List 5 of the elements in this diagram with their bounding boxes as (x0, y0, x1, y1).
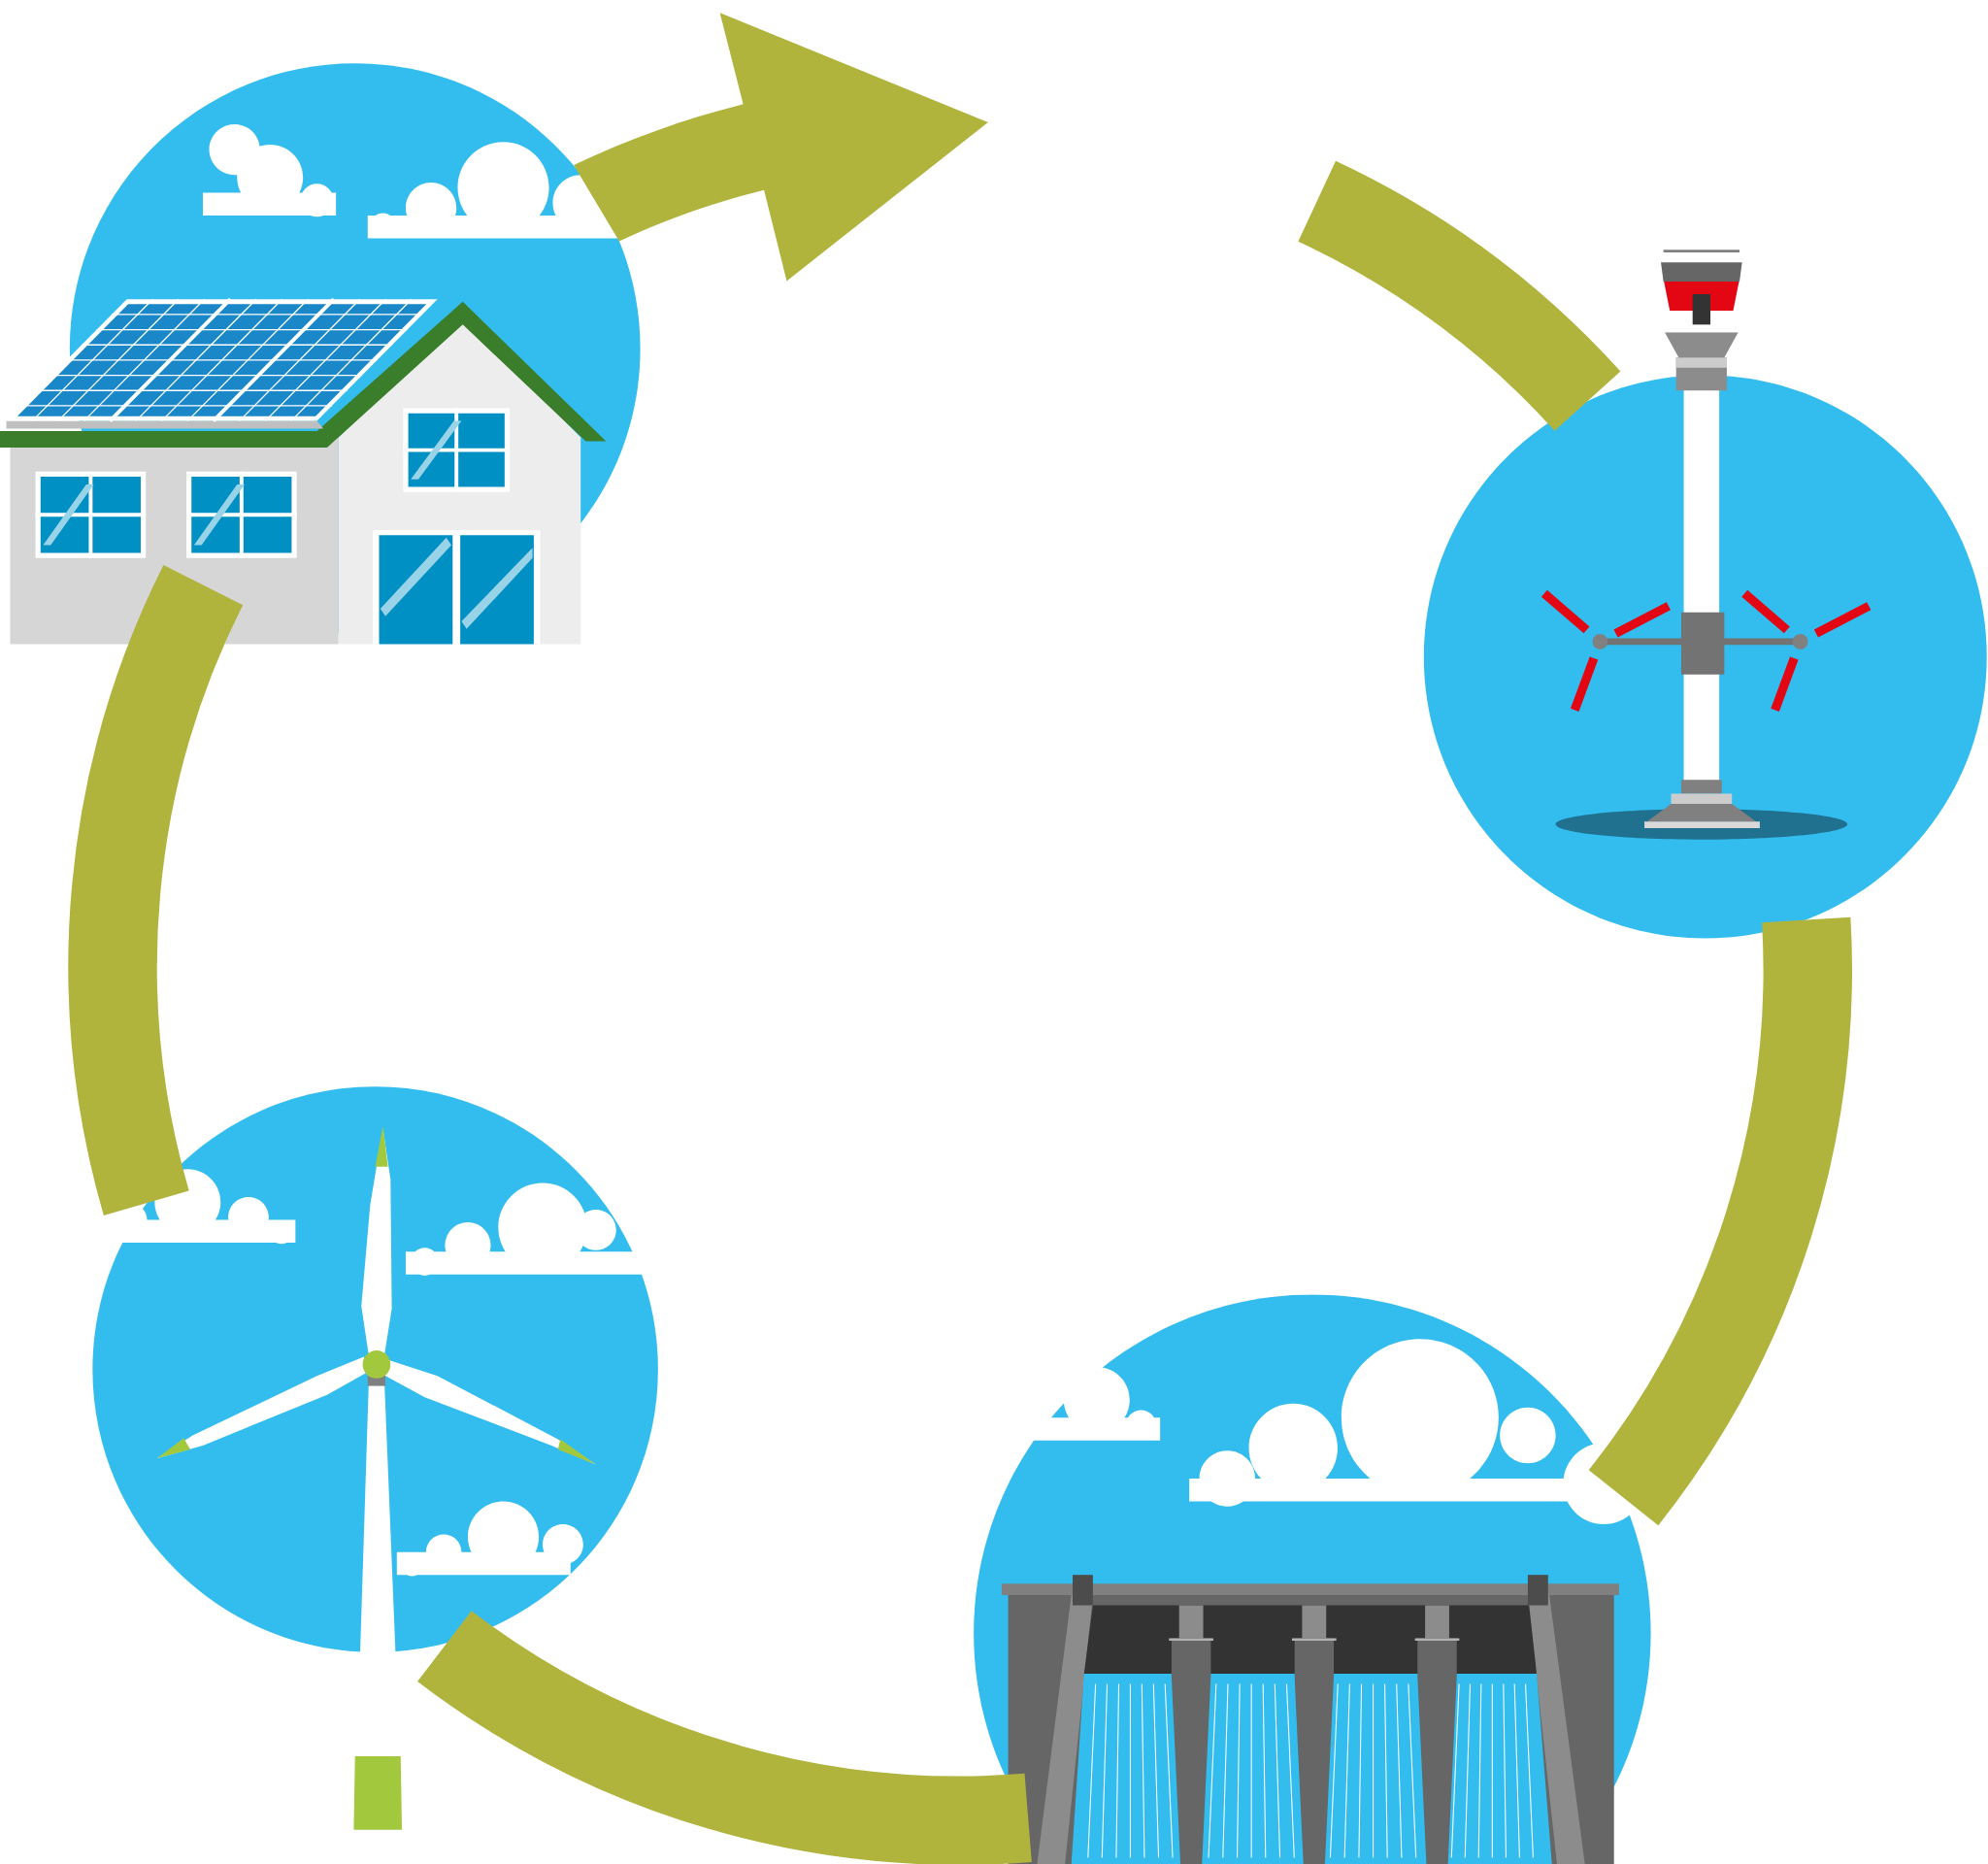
wind-turbine-drawing (92, 1086, 658, 1830)
tidal-turbine-drawing (1423, 250, 1987, 939)
house-drawing (0, 63, 641, 645)
arrow (574, 13, 988, 282)
dam-drawing (974, 1294, 1651, 1864)
